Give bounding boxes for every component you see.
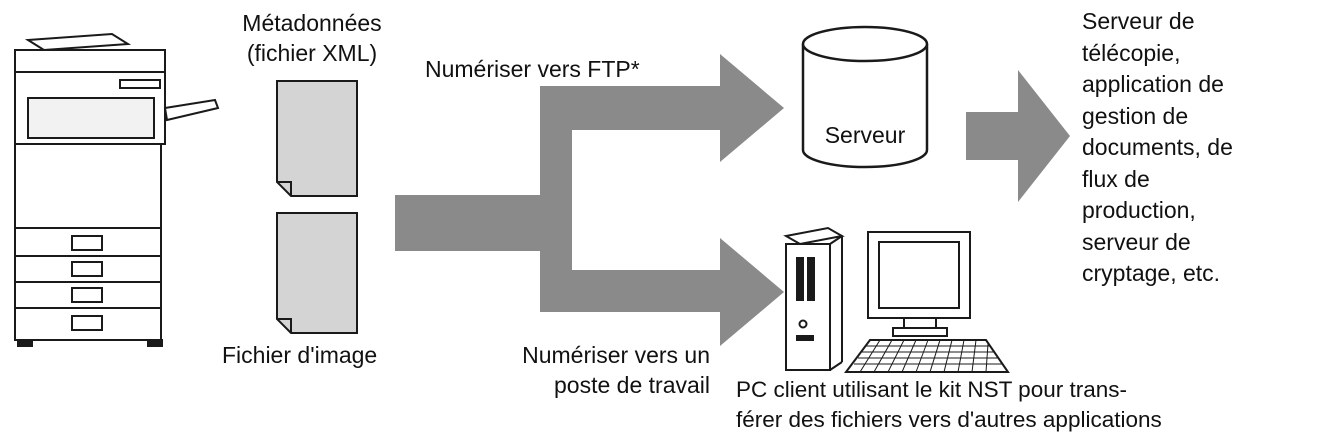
destination-line: production, — [1082, 197, 1196, 223]
destination-line: télécopie, — [1082, 39, 1181, 66]
image-file-label: Fichier d'image — [222, 342, 378, 368]
scan-to-desktop-line2: poste de travail — [554, 372, 710, 398]
destinations-list: Serveur de télécopie, application de ges… — [1082, 6, 1233, 290]
destination-line: serveur de — [1082, 228, 1191, 255]
destination-line: gestion de — [1082, 102, 1189, 129]
metadata-label-line1: Métadonnées — [242, 10, 382, 36]
arrow-to-pc — [540, 238, 784, 346]
image-document-icon — [276, 212, 358, 334]
scan-to-ftp-label: Numériser vers FTP* — [425, 56, 640, 82]
metadata-label-line2: (fichier XML) — [246, 40, 378, 66]
keyboard-icon — [844, 339, 1010, 373]
pc-client-line1: PC client utilisant le kit NST pour tran… — [736, 377, 1127, 402]
server-label: Serveur — [824, 122, 906, 148]
arrow-to-server — [540, 54, 784, 162]
flow-arrows — [395, 54, 1070, 346]
metadata-document-icon — [276, 80, 358, 197]
pc-client-label: PC client utilisant le kit NST pour tran… — [736, 375, 1162, 435]
destination-line: cryptage, etc. — [1082, 260, 1221, 286]
monitor-icon — [867, 231, 971, 337]
destination-line: flux de — [1082, 165, 1150, 192]
scan-to-desktop-label: Numériser vers un poste de travail — [420, 340, 710, 400]
arrow-to-destinations — [966, 70, 1070, 202]
mfp-printer-icon — [14, 32, 220, 347]
scan-to-desktop-line1: Numériser vers un — [522, 342, 710, 368]
database-server-icon — [801, 25, 929, 169]
destination-line: application de — [1082, 71, 1224, 97]
metadata-label: Métadonnées (fichier XML) — [212, 8, 412, 68]
destination-line: Serveur de — [1082, 8, 1195, 34]
destination-line: documents, de — [1082, 134, 1233, 160]
desktop-pc-icon — [783, 226, 845, 371]
pc-client-line2: férer des fichiers vers d'autres applica… — [736, 407, 1162, 432]
